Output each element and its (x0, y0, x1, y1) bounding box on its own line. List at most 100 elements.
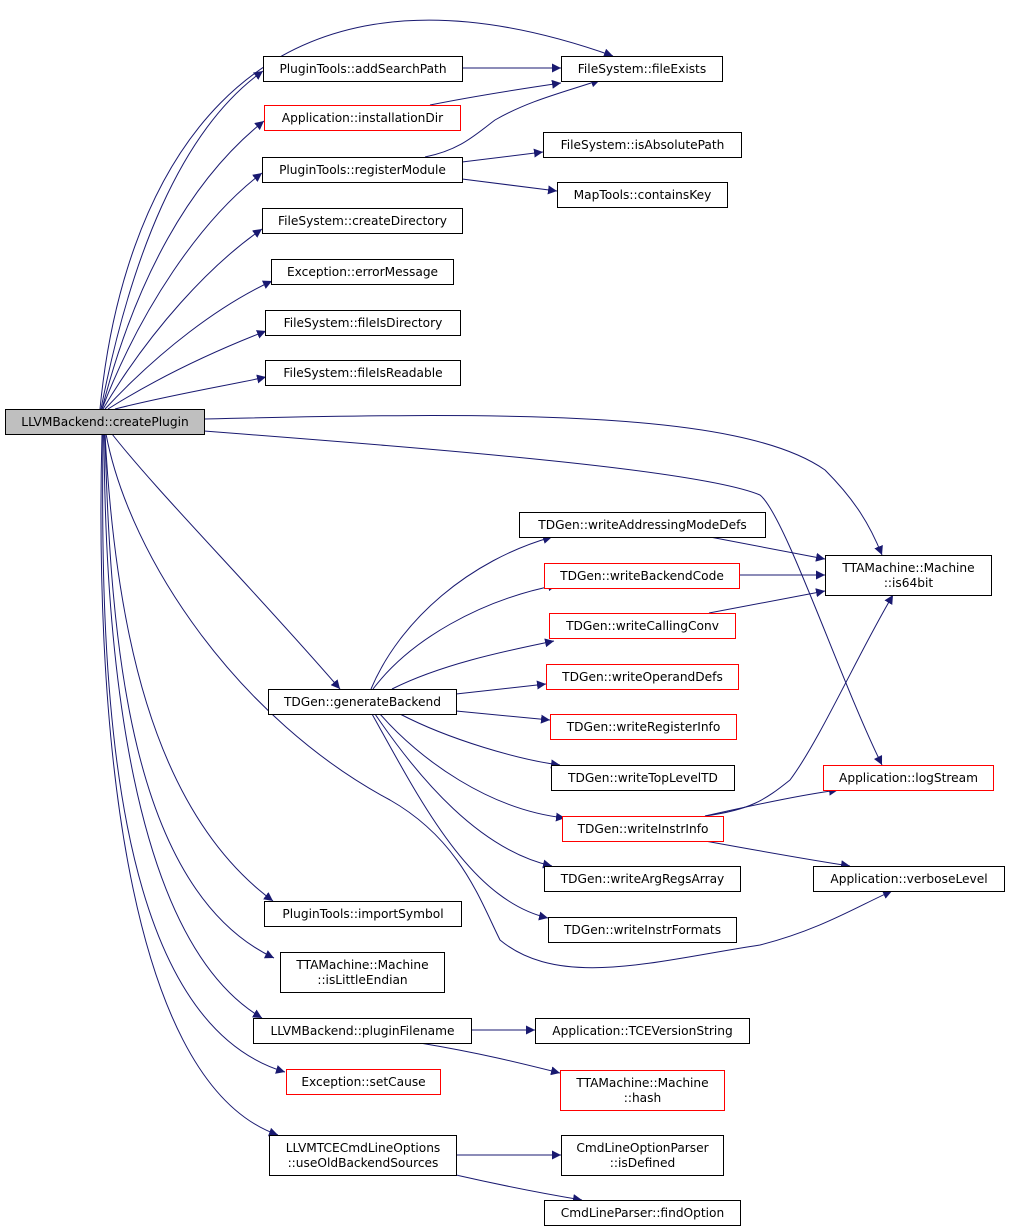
edge-createPlugin-to-is64bit (203, 415, 883, 556)
node-importSymbol[interactable]: PluginTools::importSymbol (264, 901, 462, 927)
node-addSearchPath[interactable]: PluginTools::addSearchPath (263, 56, 463, 82)
node-label: ::useOldBackendSources (288, 1156, 439, 1170)
node-label: FileSystem::isAbsolutePath (561, 138, 725, 152)
node-findOption[interactable]: CmdLineParser::findOption (544, 1200, 741, 1226)
node-label: Exception::setCause (301, 1075, 425, 1089)
node-label: FileSystem::fileIsDirectory (284, 316, 443, 330)
node-label: ::isLittleEndian (317, 973, 407, 987)
edge-createPlugin-to-useOldBackendSources (100, 433, 279, 1137)
node-label: CmdLineParser::findOption (561, 1206, 724, 1220)
edge-createPlugin-to-fileIsDirectory (107, 330, 267, 410)
node-label: TDGen::writeCallingConv (565, 619, 719, 633)
node-writeRegisterInfo[interactable]: TDGen::writeRegisterInfo (550, 714, 737, 740)
node-label: LLVMTCECmdLineOptions (286, 1141, 441, 1155)
edge-writeCallingConv-to-is64bit (708, 588, 826, 614)
node-writeTopLevelTD[interactable]: TDGen::writeTopLevelTD (551, 765, 735, 791)
node-writeInstrFormats[interactable]: TDGen::writeInstrFormats (548, 917, 737, 943)
node-label: Application::logStream (839, 771, 978, 785)
edge-generateBackend-to-writeRegisterInfo (455, 710, 551, 724)
node-label: FileSystem::fileExists (578, 62, 706, 76)
node-label: TDGen::writeAddressingModeDefs (537, 518, 746, 532)
node-isDefined[interactable]: CmdLineOptionParser::isDefined (561, 1135, 724, 1176)
edge-generateBackend-to-writeAddressingModeDefs (370, 535, 553, 690)
node-setCause[interactable]: Exception::setCause (286, 1069, 441, 1095)
edge-generateBackend-to-writeTopLevelTD (399, 713, 561, 769)
node-label: TDGen::writeArgRegsArray (560, 872, 725, 886)
edge-createPlugin-to-installationDir (101, 120, 265, 410)
node-label: ::is64bit (884, 576, 934, 590)
edge-generateBackend-to-writeBackendCode (372, 582, 558, 690)
node-fileIsDirectory[interactable]: FileSystem::fileIsDirectory (265, 310, 461, 336)
node-generateBackend[interactable]: TDGen::generateBackend (268, 689, 457, 715)
edge-generateBackend-to-writeOperandDefs (455, 680, 547, 695)
edge-generateBackend-to-writeArgRegsArray (374, 713, 553, 869)
node-label: ::isDefined (610, 1156, 675, 1170)
edge-writeAddressingModeDefs-to-is64bit (709, 536, 826, 562)
node-isAbsolutePath[interactable]: FileSystem::isAbsolutePath (543, 132, 742, 158)
node-hash[interactable]: TTAMachine::Machine::hash (560, 1070, 725, 1111)
node-pluginFilename[interactable]: LLVMBackend::pluginFilename (253, 1018, 472, 1044)
node-verboseLevel[interactable]: Application::verboseLevel (813, 866, 1005, 892)
node-label: PluginTools::importSymbol (282, 907, 443, 921)
edge-createPlugin-to-setCause (102, 433, 286, 1074)
node-label: FileSystem::createDirectory (278, 214, 447, 228)
edge-layer (99, 19, 894, 1203)
edge-generateBackend-to-writeCallingConv (391, 638, 555, 690)
edge-pluginFilename-to-hash (419, 1042, 561, 1076)
node-layer: LLVMBackend::createPlugin PluginTools::ad… (5, 56, 1005, 1226)
node-createPlugin[interactable]: LLVMBackend::createPlugin (5, 409, 205, 435)
edge-writeInstrInfo-to-logStream (704, 786, 839, 817)
node-writeAddressingModeDefs[interactable]: TDGen::writeAddressingModeDefs (519, 512, 766, 538)
edge-createPlugin-to-fileExists (99, 19, 614, 410)
edge-createPlugin-to-addSearchPath (100, 70, 264, 410)
edge-createPlugin-to-generateBackend (111, 433, 341, 690)
node-writeCallingConv[interactable]: TDGen::writeCallingConv (549, 613, 736, 639)
edge-createPlugin-to-isLittleEndian (104, 433, 275, 959)
node-label: Application::verboseLevel (830, 872, 987, 886)
node-containsKey[interactable]: MapTools::containsKey (557, 182, 728, 208)
node-registerModule[interactable]: PluginTools::registerModule (262, 157, 463, 183)
node-label: Application::TCEVersionString (552, 1024, 732, 1038)
edge-generateBackend-to-writeInstrFormats (371, 713, 549, 921)
edge-registerModule-to-fileExists (424, 78, 601, 158)
node-is64bit[interactable]: TTAMachine::Machine::is64bit (825, 555, 992, 596)
node-isLittleEndian[interactable]: TTAMachine::Machine::isLittleEndian (280, 952, 445, 993)
node-fileIsReadable[interactable]: FileSystem::fileIsReadable (265, 360, 461, 386)
edge-writeInstrInfo-to-verboseLevel (704, 840, 851, 870)
node-createDirectory[interactable]: FileSystem::createDirectory (262, 208, 463, 234)
node-installationDir[interactable]: Application::installationDir (264, 105, 461, 131)
node-errorMessage[interactable]: Exception::errorMessage (271, 259, 454, 285)
edge-registerModule-to-containsKey (461, 178, 558, 195)
node-useOldBackendSources[interactable]: LLVMTCECmdLineOptions::useOldBackendSour… (269, 1135, 457, 1176)
node-writeOperandDefs[interactable]: TDGen::writeOperandDefs (546, 664, 739, 690)
node-TCEVersionString[interactable]: Application::TCEVersionString (535, 1018, 750, 1044)
node-writeBackendCode[interactable]: TDGen::writeBackendCode (544, 563, 740, 589)
node-label: TTAMachine::Machine (841, 561, 974, 575)
edge-installationDir-to-fileExists (429, 79, 562, 106)
node-label: TDGen::writeOperandDefs (561, 670, 723, 684)
node-label: ::hash (624, 1091, 661, 1105)
edge-createPlugin-to-pluginFilename (103, 433, 263, 1019)
node-label: TDGen::writeInstrFormats (563, 923, 721, 937)
edge-useOldBackendSources-to-findOption (455, 1174, 583, 1203)
node-label: TTAMachine::Machine (575, 1076, 708, 1090)
edge-registerModule-to-isAbsolutePath (461, 148, 544, 163)
node-label: Application::installationDir (282, 111, 444, 125)
node-logStream[interactable]: Application::logStream (823, 765, 994, 791)
node-label: TDGen::writeInstrInfo (577, 822, 709, 836)
node-label: Exception::errorMessage (287, 265, 438, 279)
node-label: TDGen::generateBackend (283, 695, 441, 709)
edge-createPlugin-to-registerModule (101, 172, 263, 410)
edge-createPlugin-to-fileIsReadable (114, 374, 267, 410)
node-label: LLVMBackend::pluginFilename (270, 1024, 454, 1038)
node-label: CmdLineOptionParser (576, 1141, 709, 1155)
node-label: FileSystem::fileIsReadable (283, 366, 442, 380)
node-fileExists[interactable]: FileSystem::fileExists (561, 56, 723, 82)
edge-generateBackend-to-writeInstrInfo (379, 713, 566, 822)
edge-createPlugin-to-createDirectory (102, 228, 263, 410)
node-writeInstrInfo[interactable]: TDGen::writeInstrInfo (562, 816, 724, 842)
node-label: MapTools::containsKey (574, 188, 712, 202)
edge-createPlugin-to-importSymbol (104, 433, 274, 902)
node-writeArgRegsArray[interactable]: TDGen::writeArgRegsArray (544, 866, 741, 892)
